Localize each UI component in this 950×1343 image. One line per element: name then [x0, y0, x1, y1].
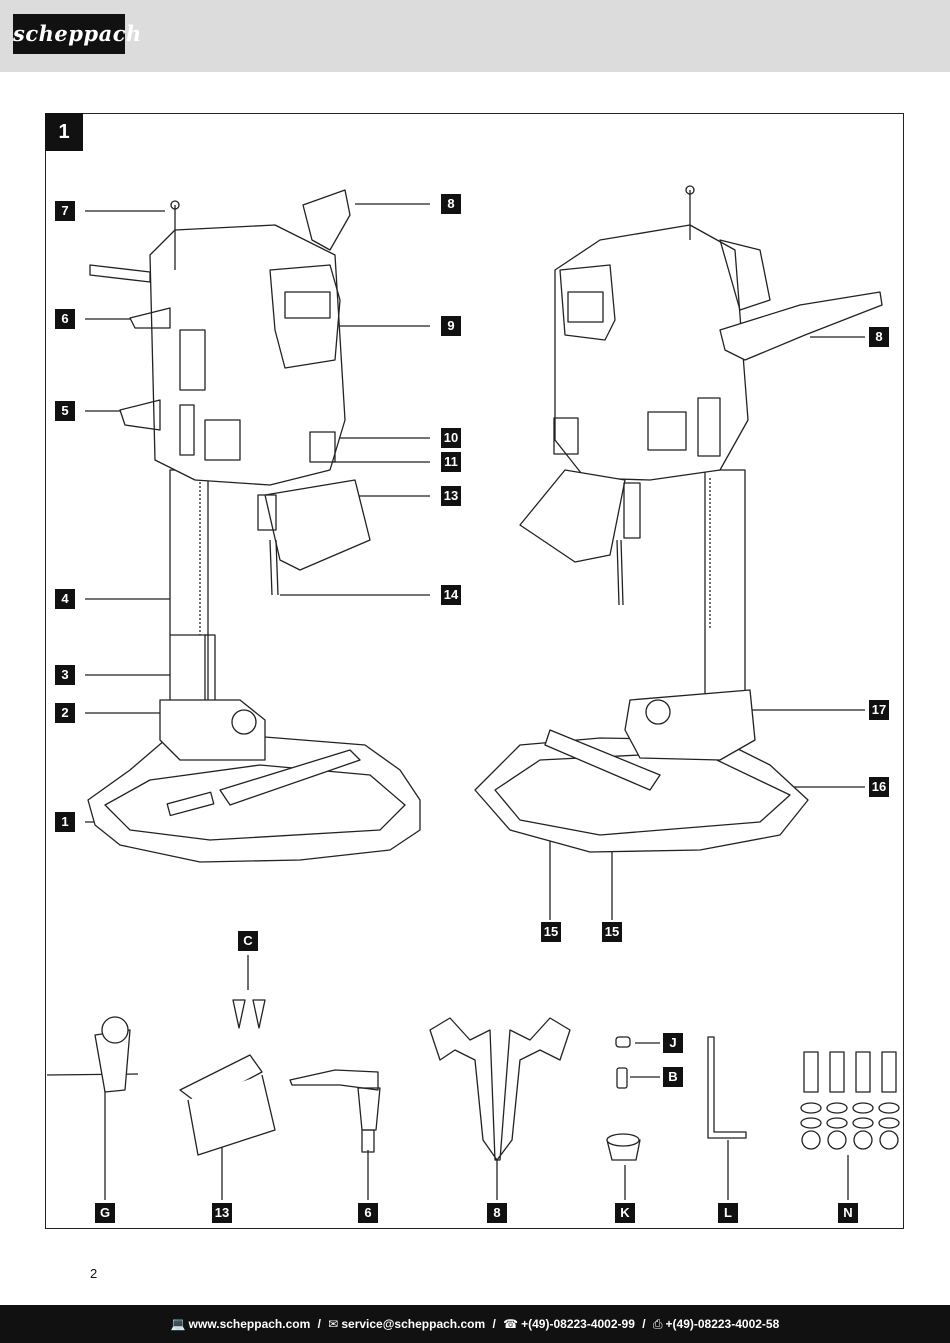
scheppach-logo: scheppach [13, 14, 141, 54]
callout-16: 16 [869, 777, 889, 797]
callout-B: B [663, 1067, 683, 1087]
callout-8: 8 [441, 194, 461, 214]
footer-separator: / [642, 1317, 646, 1331]
callout-13-accessory: 13 [212, 1203, 232, 1223]
monitor-icon: 💻 [170, 1317, 186, 1331]
email-link[interactable]: service@scheppach.com [341, 1317, 486, 1331]
callout-3: 3 [55, 665, 75, 685]
callout-6-accessory: 6 [358, 1203, 378, 1223]
callout-15-b: 15 [602, 922, 622, 942]
callout-6: 6 [55, 309, 75, 329]
callout-5: 5 [55, 401, 75, 421]
mail-icon: ✉ [328, 1317, 339, 1331]
callout-G: G [95, 1203, 115, 1223]
footer-separator: / [317, 1317, 321, 1331]
callout-17: 17 [869, 700, 889, 720]
callout-1: 1 [55, 812, 75, 832]
callout-8-accessory: 8 [487, 1203, 507, 1223]
callout-C: C [238, 931, 258, 951]
callout-4: 4 [55, 589, 75, 609]
callout-J: J [663, 1033, 683, 1053]
callout-N: N [838, 1203, 858, 1223]
callout-13: 13 [441, 486, 461, 506]
callout-10: 10 [441, 428, 461, 448]
phone-icon: ☎ [503, 1317, 519, 1331]
page-header: scheppach [0, 0, 950, 72]
callout-14: 14 [441, 585, 461, 605]
footer-separator: / [492, 1317, 496, 1331]
callout-11: 11 [441, 452, 461, 472]
callout-15-a: 15 [541, 922, 561, 942]
page-number: 2 [90, 1266, 98, 1281]
figure-number: 1 [45, 113, 83, 151]
page-footer: 💻www.scheppach.com / ✉service@scheppach.… [0, 1305, 950, 1343]
callout-L: L [718, 1203, 738, 1223]
fax-icon: ⎙ [652, 1317, 663, 1331]
callout-8-right: 8 [869, 327, 889, 347]
phone-number: +(49)-08223-4002-99 [521, 1317, 635, 1331]
callout-2: 2 [55, 703, 75, 723]
fax-number: +(49)-08223-4002-58 [665, 1317, 780, 1331]
website-link[interactable]: www.scheppach.com [188, 1317, 311, 1331]
figure-frame [45, 113, 904, 1229]
callout-9: 9 [441, 316, 461, 336]
callout-K: K [615, 1203, 635, 1223]
callout-7: 7 [55, 201, 75, 221]
